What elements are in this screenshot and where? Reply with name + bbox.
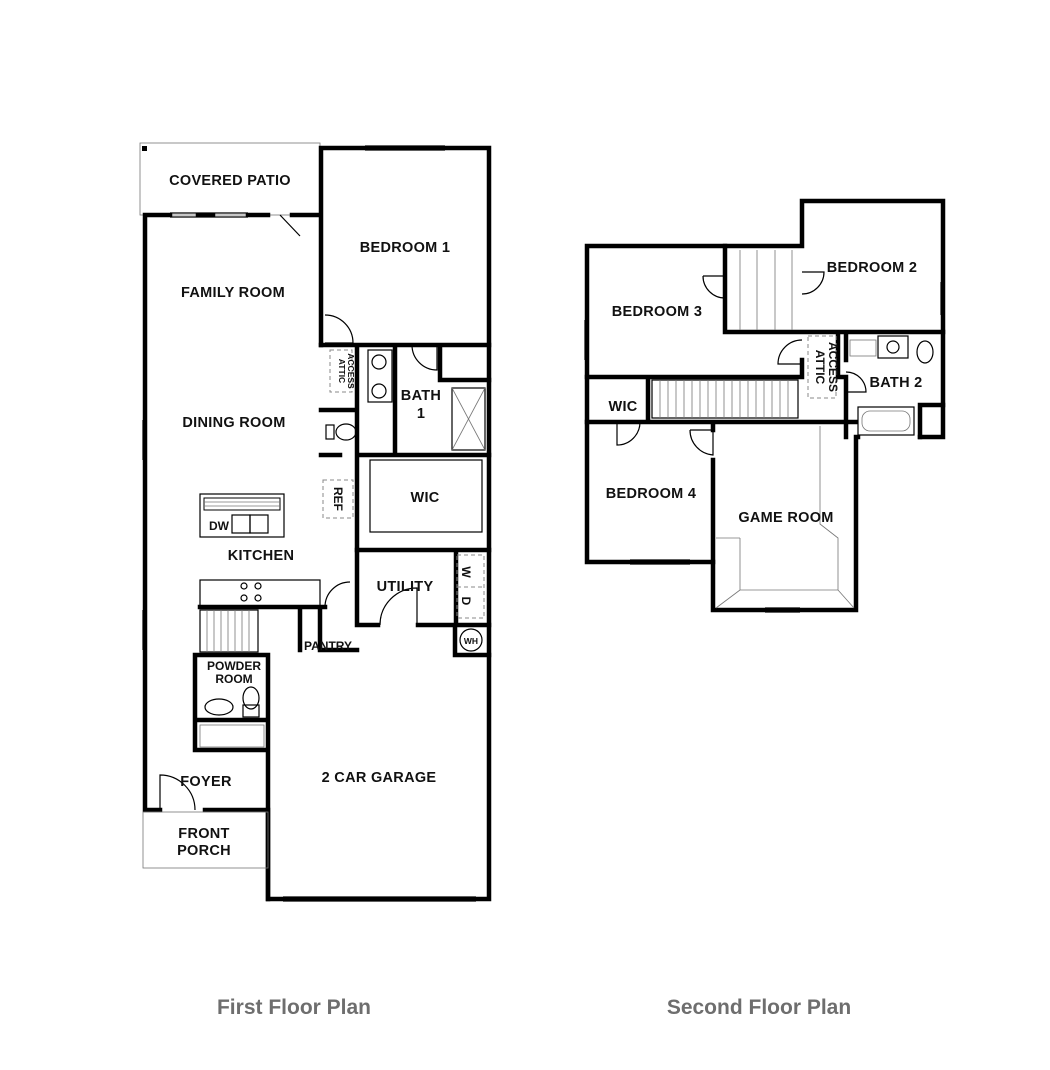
wic-label: WIC (410, 490, 439, 506)
bath-1-label-line2: 1 (417, 406, 425, 422)
covered-patio-label: COVERED PATIO (169, 173, 291, 189)
powder-room-label-line2: ROOM (215, 672, 252, 686)
game-room-label: GAME ROOM (738, 510, 833, 526)
bedroom-1-label: BEDROOM 1 (360, 240, 451, 256)
bath-1-label-line1: BATH (401, 388, 441, 404)
first-floor-exterior-wall (142, 145, 492, 902)
dryer-label: D (459, 597, 473, 606)
front-porch-label-line2: PORCH (177, 843, 231, 859)
second-floor-caption: Second Floor Plan (667, 996, 851, 1019)
second-floor-stairs (651, 379, 799, 419)
bedroom-3-label: BEDROOM 3 (612, 304, 703, 320)
front-porch-label-line1: FRONT (178, 826, 229, 842)
bath-2-label: BATH 2 (869, 375, 922, 391)
attic-access-2-label-line2: ACCESS (826, 342, 840, 392)
second-floor-exterior-wall (584, 198, 946, 613)
water-heater-label: WH (464, 636, 478, 646)
attic-access-label-line2: ACCESS (346, 353, 356, 389)
family-room-label: FAMILY ROOM (181, 285, 285, 301)
bedroom-4-label: BEDROOM 4 (606, 486, 697, 502)
first-floor-plan (139, 142, 492, 902)
bedroom-2-label: BEDROOM 2 (827, 260, 918, 276)
foyer-label: FOYER (180, 774, 232, 790)
attic-access-2-label-line1: ATTIC (813, 350, 827, 385)
kitchen-label: KITCHEN (228, 548, 295, 564)
powder-room-label-line1: POWDER (207, 659, 261, 673)
pantry-label: PANTRY (304, 639, 352, 653)
washer-label: W (459, 566, 473, 578)
second-floor-plan (584, 198, 946, 613)
utility-label: UTILITY (377, 579, 434, 595)
ref-label: REF (331, 487, 345, 511)
first-floor-caption: First Floor Plan (217, 996, 371, 1019)
first-floor-stairs (199, 609, 259, 653)
garage-label: 2 CAR GARAGE (322, 770, 437, 786)
dw-label: DW (209, 519, 230, 533)
attic-access-label-line1: ATTIC (337, 359, 347, 383)
wic-2-label: WIC (608, 399, 637, 415)
dining-room-label: DINING ROOM (182, 415, 285, 431)
